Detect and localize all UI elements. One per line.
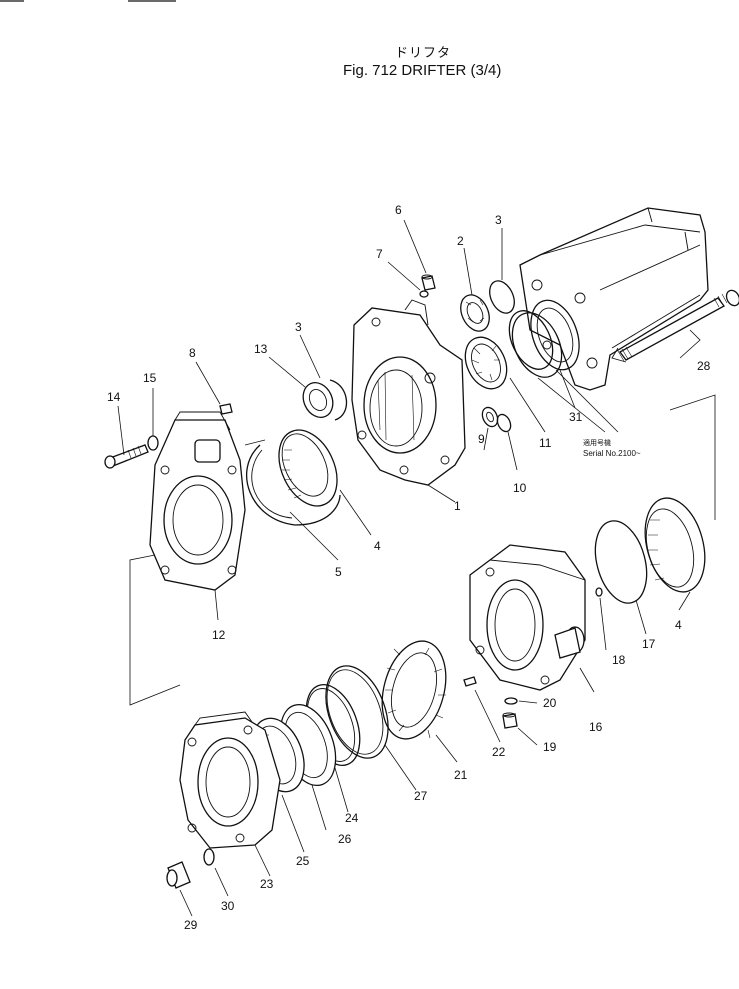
plug-29 (166, 861, 191, 889)
bearing-4-upper (278, 429, 338, 507)
label-27: 27 (414, 789, 428, 803)
label-11: 11 (539, 436, 552, 450)
part-number-labels: 6 7 2 3 3 13 8 15 14 28 31 11 9 10 1 4 5… (107, 203, 711, 932)
housing-1 (351, 299, 466, 486)
seal-9 (481, 406, 499, 428)
cover-23 (179, 711, 281, 849)
top-edge-lines (0, 0, 176, 2)
label-20: 20 (543, 696, 557, 710)
leader-lines (117, 219, 701, 917)
washer-30 (203, 848, 215, 866)
label-13: 13 (254, 342, 268, 356)
label-26: 26 (338, 832, 352, 846)
label-17: 17 (642, 637, 656, 651)
o-ring-18 (595, 587, 603, 597)
label-19: 19 (543, 740, 557, 754)
label-14: 14 (107, 390, 121, 404)
o-ring-10 (496, 413, 512, 433)
label-29: 29 (184, 918, 198, 932)
label-5: 5 (335, 565, 342, 579)
label-24: 24 (345, 811, 359, 825)
washer-15 (147, 435, 159, 451)
title-japanese: ドリフタ (395, 46, 452, 61)
assembly-bracket-lines (129, 394, 716, 706)
snap-ring-3-top (489, 280, 515, 314)
serial-note-number: Serial No.2100~ (583, 449, 641, 458)
bearing-2 (460, 294, 490, 332)
snap-ring-3-mid (329, 379, 348, 421)
label-6: 6 (395, 203, 402, 217)
plate-21 (381, 640, 447, 740)
label-7: 7 (376, 247, 383, 261)
label-9: 9 (478, 432, 485, 446)
ring-31 (508, 310, 563, 378)
label-4-lower: 4 (675, 618, 682, 632)
label-10: 10 (513, 481, 527, 495)
snap-ring-27 (325, 665, 389, 759)
pin-8 (219, 403, 233, 415)
label-3-mid: 3 (295, 320, 302, 334)
label-15: 15 (143, 371, 157, 385)
bearing-11 (464, 336, 508, 390)
label-12: 12 (212, 628, 226, 642)
label-2: 2 (457, 234, 464, 248)
label-18: 18 (612, 653, 626, 667)
label-31: 31 (569, 410, 583, 424)
cover-12 (149, 411, 246, 591)
serial-note: 適用号機 Serial No.2100~ (583, 438, 641, 458)
drifter-cylinder-body (519, 207, 709, 391)
label-28: 28 (697, 359, 711, 373)
label-22: 22 (492, 745, 506, 759)
label-16: 16 (589, 720, 603, 734)
label-25: 25 (296, 854, 310, 868)
o-ring-17 (594, 520, 648, 604)
plug-19 (502, 712, 518, 729)
bolt-14 (104, 444, 149, 469)
o-ring-20 (504, 697, 518, 705)
tie-rod (611, 289, 739, 363)
page-title: Fig. 712 DRIFTER (3/4) (343, 62, 502, 79)
label-21: 21 (454, 768, 468, 782)
cover-16 (469, 544, 586, 691)
label-4-upper: 4 (374, 539, 381, 553)
pin-22 (463, 676, 477, 687)
bearing-4-lower (644, 497, 706, 593)
serial-note-jp: 適用号機 (583, 438, 611, 447)
label-8: 8 (189, 346, 196, 360)
label-23: 23 (260, 877, 274, 891)
plug-6 (421, 274, 436, 291)
seal-13 (302, 381, 334, 419)
label-1: 1 (454, 499, 461, 513)
label-30: 30 (221, 899, 235, 913)
snap-ring-5 (245, 444, 341, 526)
washer-7 (419, 290, 429, 298)
label-3-top: 3 (495, 213, 502, 227)
